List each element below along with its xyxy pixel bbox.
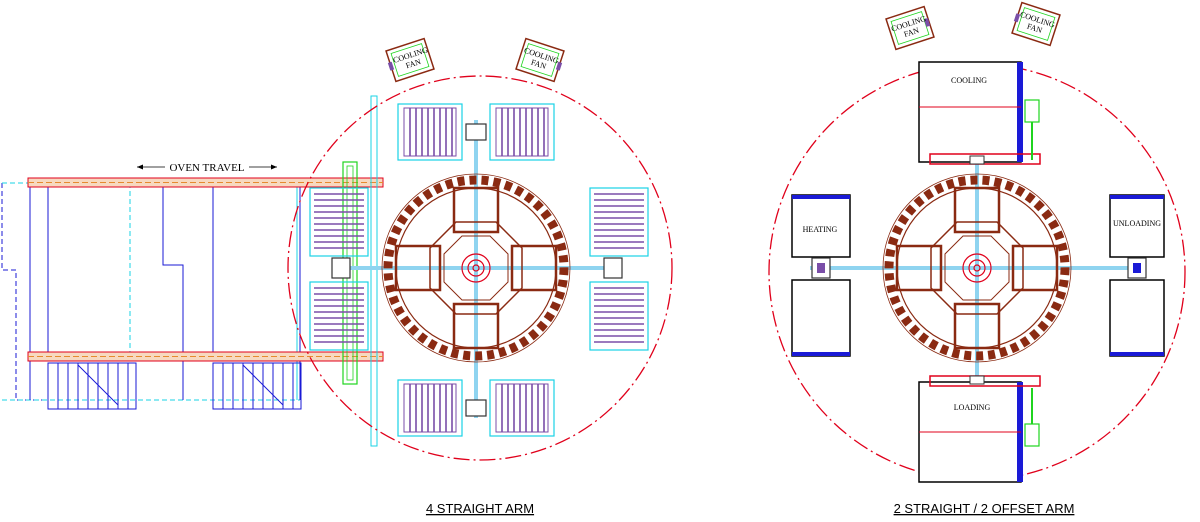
station-cooling: COOLING xyxy=(918,61,1041,165)
cooling-fan-2: COOLING FAN xyxy=(515,37,565,83)
mold-bottom-right xyxy=(489,379,555,437)
mold-top-left xyxy=(397,103,463,161)
mold-right-upper xyxy=(589,187,649,257)
arm-end-joints xyxy=(331,123,623,417)
station-label-unloading: UNLOADING xyxy=(1113,219,1161,228)
turret-wheel xyxy=(381,173,571,363)
station-label-heating: HEATING xyxy=(803,225,838,234)
stair-platform-right xyxy=(212,362,302,410)
oven-structure xyxy=(1,182,301,401)
station-heating: HEATING xyxy=(791,194,851,357)
mold-bottom-left xyxy=(397,379,463,437)
cooling-fan-1: COOLING FAN xyxy=(885,5,935,51)
diagram-2-straight-2-offset-arm: COOLING LOADING HEATING xyxy=(768,1,1186,516)
station-loading: LOADING xyxy=(918,375,1041,483)
mold-right-lower xyxy=(589,281,649,351)
oven-travel-annotation: OVEN TRAVEL xyxy=(137,162,277,174)
stair-platform-left xyxy=(47,362,137,410)
station-label-cooling: COOLING xyxy=(951,76,987,85)
mold-top-right xyxy=(489,103,555,161)
cooling-fan-2: COOLING FAN xyxy=(1011,1,1061,47)
caption-4-straight-arm: 4 STRAIGHT ARM xyxy=(426,501,534,516)
oven-rails xyxy=(27,177,384,362)
oven-travel-label: OVEN TRAVEL xyxy=(169,162,244,174)
cooling-fan-1: COOLING FAN xyxy=(385,37,435,83)
mold-left-lower xyxy=(309,281,369,351)
caption-2-straight-2-offset-arm: 2 STRAIGHT / 2 OFFSET ARM xyxy=(894,501,1075,516)
turret-wheel xyxy=(882,173,1072,363)
turret-arms xyxy=(810,160,1144,378)
station-unloading: UNLOADING xyxy=(1109,194,1165,357)
turret-arms xyxy=(348,120,622,418)
station-label-loading: LOADING xyxy=(954,403,991,412)
safety-boundary-circle xyxy=(287,75,673,461)
mold-left-upper xyxy=(309,187,369,257)
diagram-4-straight-arm: OVEN TRAVEL xyxy=(1,37,673,516)
